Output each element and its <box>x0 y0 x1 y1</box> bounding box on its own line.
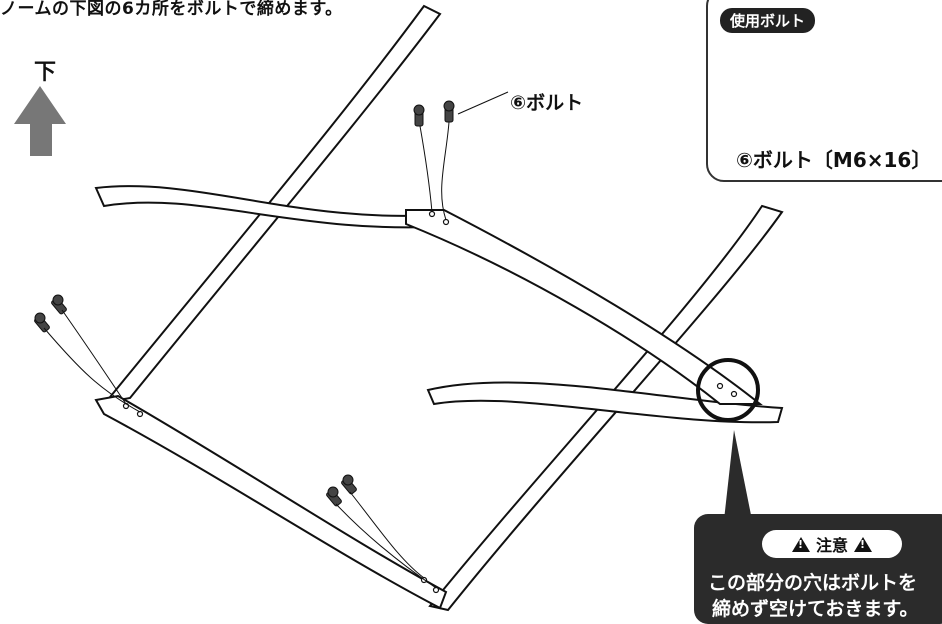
direction-label: 下 <box>34 60 57 85</box>
caution-line-1: この部分の穴はボルトを <box>708 572 918 594</box>
warning-icon <box>791 536 810 552</box>
bolt-callout-label: ⑥ボルト <box>510 92 584 114</box>
caution-title: 注意 <box>815 536 848 555</box>
parts-bolt-name: ⑥ボルト〔M6×16〕 <box>736 148 932 172</box>
warning-icon <box>854 536 872 552</box>
guide-lines <box>43 91 509 589</box>
lower-crossbar <box>426 381 784 424</box>
instruction-text: ノームの下図の6カ所をボルトで締めます。 <box>0 0 343 19</box>
bolt-icon <box>34 100 455 507</box>
direction-arrow-icon <box>14 86 66 156</box>
caution-highlight-circle <box>696 358 760 422</box>
parts-badge: 使用ボルト <box>720 8 816 33</box>
caution-title-pill: 注意 <box>762 530 902 558</box>
caution-pointer <box>724 430 752 520</box>
back-rail <box>405 209 763 405</box>
front-rail <box>94 394 448 610</box>
caution-line-2: 締めず空けておきます。 <box>712 598 919 620</box>
